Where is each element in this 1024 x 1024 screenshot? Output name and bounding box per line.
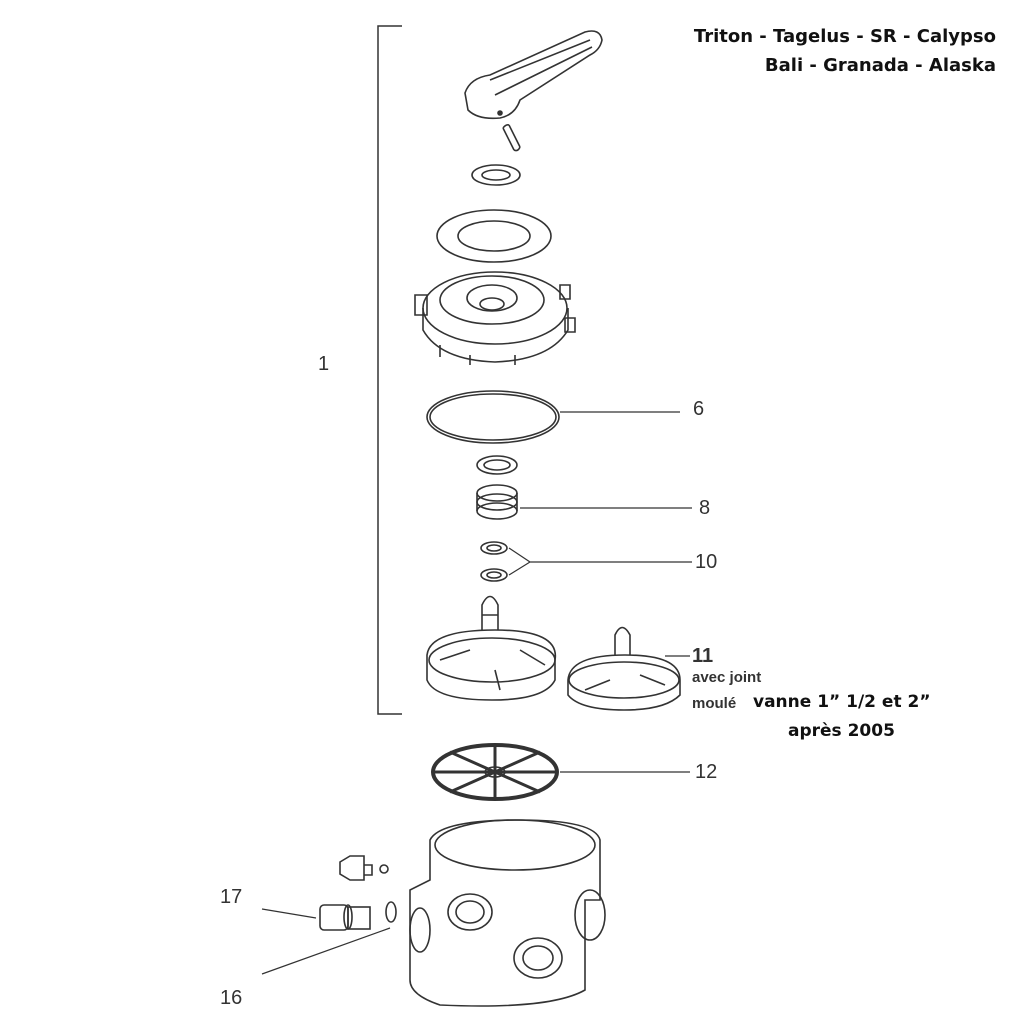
callout-8: 8 <box>699 497 711 519</box>
washer-part <box>471 164 521 186</box>
pin-part <box>502 124 521 152</box>
orings-10 <box>480 541 508 582</box>
valve-body-part <box>409 819 606 1007</box>
drain-plug-part <box>339 855 389 881</box>
gasket-part <box>436 209 552 263</box>
callout-16: 16 <box>220 987 243 1009</box>
callout-10: 10 <box>695 551 718 573</box>
callout-6: 6 <box>693 398 705 420</box>
callout-11: 11 <box>692 645 714 667</box>
rotor-part <box>426 595 557 701</box>
model-list-line-1: Triton - Tagelus - SR - Calypso <box>693 26 996 47</box>
callout-1: 1 <box>318 353 330 375</box>
valve-cover-part <box>414 271 576 365</box>
handle-part <box>464 30 603 120</box>
small-oring <box>476 455 518 475</box>
rotor-part-11 <box>567 626 681 711</box>
spring-8 <box>476 484 518 520</box>
valve-note-line-1: vanne 1” 1/2 et 2” <box>753 692 931 712</box>
callout-17: 17 <box>220 886 243 908</box>
oring-16 <box>385 901 397 923</box>
callout-12: 12 <box>695 761 718 783</box>
valve-note-line-2: après 2005 <box>788 721 895 741</box>
fitting-17 <box>319 904 371 931</box>
callout-11-note-2: moulé <box>692 695 737 712</box>
model-list-line-2: Bali - Granada - Alaska <box>764 55 996 76</box>
gasket-12 <box>431 743 559 801</box>
assembly-bracket <box>377 25 402 715</box>
callout-11-note-1: avec joint <box>692 669 762 686</box>
oring-6 <box>426 390 560 444</box>
